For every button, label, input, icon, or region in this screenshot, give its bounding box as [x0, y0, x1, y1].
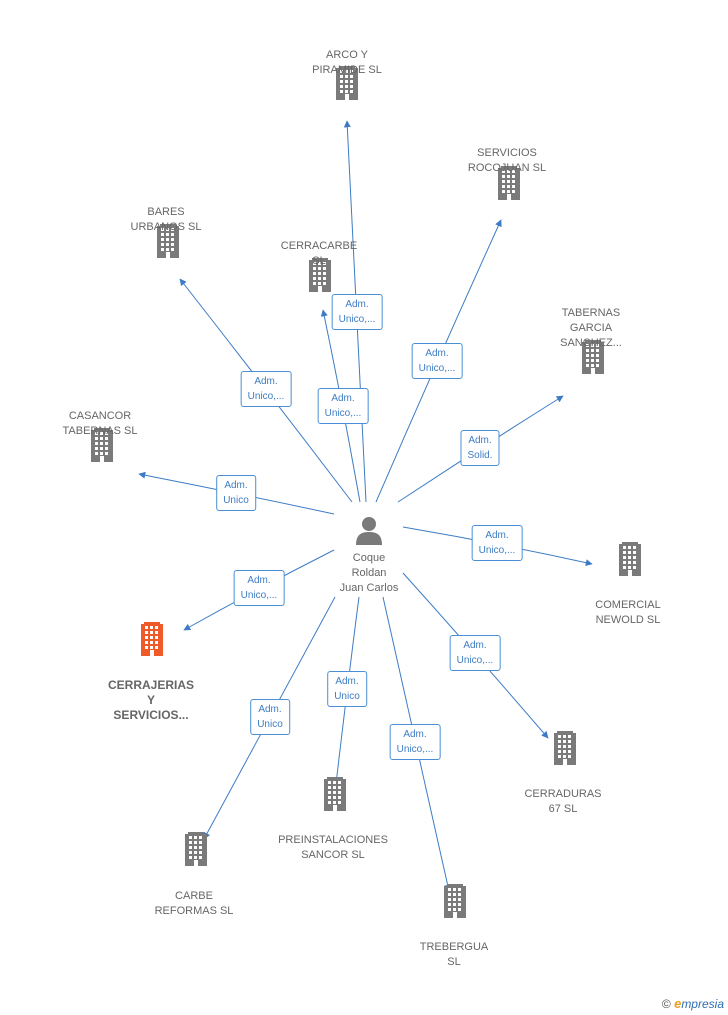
- role-badge-cerrajerias[interactable]: Adm. Unico,...: [233, 570, 285, 606]
- building-icon[interactable]: [496, 166, 522, 200]
- company-label-line: BARES: [147, 206, 185, 218]
- company-label-trebergua[interactable]: TREBERGUA SL: [420, 940, 488, 970]
- company-label-line: NEWOLD SL: [595, 614, 661, 626]
- role-badge-line: Adm.: [425, 348, 449, 359]
- company-label-line: CERRACARBE: [280, 240, 358, 252]
- company-label-line: PREINSTALACIONES: [278, 834, 388, 846]
- company-label-line: TABERNAS: [561, 307, 621, 319]
- footer-brand: © empresia: [662, 996, 724, 1011]
- company-label-preinst[interactable]: PREINSTALACIONES SANCOR SL: [278, 833, 388, 863]
- person-name-line: Coque: [352, 552, 386, 564]
- building-icon[interactable]: [442, 884, 468, 918]
- role-badge-line: Unico: [223, 495, 249, 506]
- company-label-line: CERRAJERIAS: [107, 678, 195, 692]
- role-badge-trebergua[interactable]: Adm. Unico,...: [389, 724, 441, 760]
- role-badge-line: Unico,...: [338, 314, 376, 325]
- role-badge-line: Adm.: [258, 704, 282, 715]
- brand-logo-text: mpresia: [681, 997, 724, 1011]
- building-icon[interactable]: [552, 731, 578, 765]
- company-label-line: PIRAMIDE SL: [312, 64, 382, 76]
- company-label-line: CASANCOR: [68, 410, 132, 422]
- building-icon[interactable]: [580, 340, 606, 374]
- company-label-carbe[interactable]: CARBE REFORMAS SL: [155, 889, 234, 919]
- company-label-line: SANCOR SL: [301, 849, 365, 861]
- company-label-line: TREBERGUA: [419, 941, 489, 953]
- role-badge-line: Unico,...: [478, 545, 516, 556]
- building-icon[interactable]: [307, 258, 333, 292]
- company-label-line: SL: [312, 255, 326, 267]
- role-badge-line: Adm.: [468, 435, 492, 446]
- company-label-line: Y: [146, 693, 156, 707]
- role-badge-preinst[interactable]: Adm. Unico: [327, 671, 367, 707]
- role-badge-line: Adm.: [335, 676, 359, 687]
- building-icon[interactable]: [334, 66, 360, 100]
- company-label-line: REFORMAS SL: [154, 905, 234, 917]
- company-label-arco[interactable]: ARCO Y PIRAMIDE SL: [312, 48, 382, 78]
- role-badge-line: Adm.: [403, 729, 427, 740]
- company-label-line: COMERCIAL: [595, 599, 661, 611]
- company-label-rocojuan[interactable]: SERVICIOS ROCOJUAN SL: [468, 146, 546, 176]
- role-badge-carbe[interactable]: Adm. Unico: [250, 699, 290, 735]
- role-badge-bares[interactable]: Adm. Unico,...: [240, 371, 292, 407]
- role-badge-line: Unico,...: [324, 408, 362, 419]
- company-label-line: CARBE: [175, 890, 213, 902]
- role-badge-line: Unico,...: [456, 655, 494, 666]
- person-icon[interactable]: [353, 514, 385, 546]
- brand-logo-initial: e: [674, 996, 682, 1011]
- role-badge-cerraduras[interactable]: Adm. Unico,...: [449, 635, 501, 671]
- role-badge-line: Adm.: [485, 530, 509, 541]
- role-badge-line: Adm.: [345, 299, 369, 310]
- role-badge-line: Adm.: [463, 640, 487, 651]
- company-label-line: TABERNAS SL: [62, 425, 138, 437]
- role-badge-newold[interactable]: Adm. Unico,...: [471, 525, 523, 561]
- company-label-casancor[interactable]: CASANCOR TABERNAS SL: [63, 409, 138, 439]
- role-badge-line: Unico,...: [247, 391, 285, 402]
- role-badge-line: Unico,...: [240, 590, 278, 601]
- building-icon[interactable]: [155, 224, 181, 258]
- person-name-line: Juan Carlos: [339, 582, 399, 594]
- company-label-line: URBANOS SL: [130, 221, 202, 233]
- building-icon[interactable]: [183, 832, 209, 866]
- role-badge-line: Unico,...: [396, 744, 434, 755]
- role-badge-line: Unico: [334, 691, 360, 702]
- company-label-line: ROCOJUAN SL: [467, 162, 547, 174]
- role-badge-line: Adm.: [254, 376, 278, 387]
- company-label-line: SL: [447, 956, 461, 968]
- company-label-line: SERVICIOS...: [113, 708, 189, 722]
- company-label-line: CERRADURAS: [524, 788, 602, 800]
- company-label-line: SERVICIOS: [477, 147, 537, 159]
- role-badge-line: Unico: [257, 719, 283, 730]
- role-badge-tabgarcia[interactable]: Adm. Solid.: [460, 430, 500, 466]
- building-icon[interactable]: [139, 622, 165, 656]
- role-badge-rocojuan[interactable]: Adm. Unico,...: [411, 343, 463, 379]
- building-icon[interactable]: [322, 777, 348, 811]
- building-icon[interactable]: [89, 428, 115, 462]
- role-badge-cerracarbe[interactable]: Adm. Unico,...: [317, 388, 369, 424]
- role-badge-line: Adm.: [331, 393, 355, 404]
- company-label-bares[interactable]: BARES URBANOS SL: [131, 205, 202, 235]
- role-badge-casancor[interactable]: Adm. Unico: [216, 475, 256, 511]
- company-label-cerraduras[interactable]: CERRADURAS 67 SL: [524, 787, 601, 817]
- role-badge-line: Unico,...: [418, 363, 456, 374]
- company-label-line: 67 SL: [548, 803, 578, 815]
- building-icon[interactable]: [617, 542, 643, 576]
- company-label-newold[interactable]: COMERCIAL NEWOLD SL: [595, 598, 660, 628]
- role-badge-line: Adm.: [224, 480, 248, 491]
- company-label-line: SANCHEZ...: [560, 337, 622, 349]
- role-badge-arco[interactable]: Adm. Unico,...: [331, 294, 383, 330]
- company-label-line: ARCO Y: [326, 49, 368, 61]
- role-badge-line: Adm.: [247, 575, 271, 586]
- copyright-symbol: ©: [661, 997, 671, 1011]
- company-label-line: GARCIA: [569, 322, 613, 334]
- company-label-cerracarbe[interactable]: CERRACARBE SL: [281, 239, 357, 269]
- person-name-line: Roldan: [351, 567, 387, 579]
- role-badge-line: Solid.: [467, 450, 493, 461]
- company-label-tabgarcia[interactable]: TABERNAS GARCIA SANCHEZ...: [560, 306, 622, 351]
